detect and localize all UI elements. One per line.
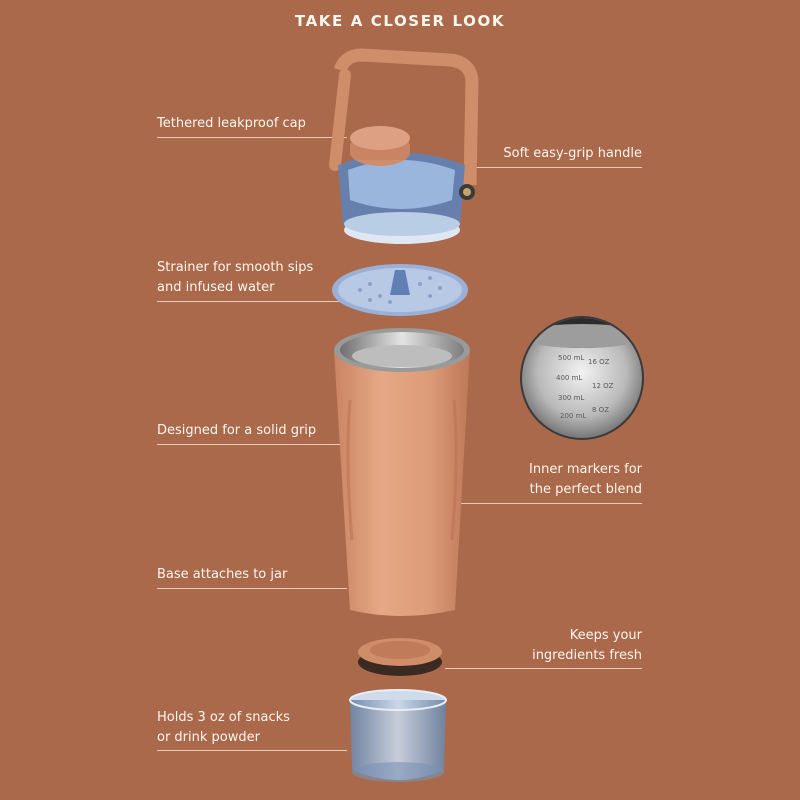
callout-snacks-line2: or drink powder bbox=[157, 730, 260, 745]
marker-16oz: 16 OZ bbox=[588, 358, 610, 366]
callout-cap-rule bbox=[157, 137, 347, 138]
callout-handle-text: Soft easy-grip handle bbox=[503, 146, 642, 161]
strainer-disc bbox=[332, 264, 468, 316]
grip-groove-left bbox=[346, 399, 354, 541]
callout-cap-text: Tethered leakproof cap bbox=[157, 116, 306, 131]
grip-groove-right bbox=[450, 399, 458, 541]
callout-strainer-line1: Strainer for smooth sips bbox=[157, 260, 314, 275]
callout-snacks-line1: Holds 3 oz of snacks bbox=[157, 710, 290, 725]
callout-handle-rule bbox=[470, 167, 642, 168]
callout-base: Base attaches to jar bbox=[157, 565, 287, 585]
handle-loop bbox=[333, 48, 479, 186]
callout-fresh-rule bbox=[445, 668, 642, 669]
callout-grip-rule bbox=[157, 444, 347, 445]
callout-grip-text: Designed for a solid grip bbox=[157, 423, 317, 438]
handle-left-arm bbox=[329, 69, 351, 171]
cap-highlight bbox=[348, 160, 455, 209]
callout-markers-rule bbox=[460, 503, 642, 504]
callout-tethered-cap: Tethered leakproof cap bbox=[157, 114, 306, 134]
marker-400ml: 400 mL bbox=[556, 374, 582, 382]
callout-handle: Soft easy-grip handle bbox=[503, 144, 642, 164]
tumbler-shell bbox=[334, 350, 470, 616]
callout-base-rule bbox=[157, 588, 347, 589]
marker-300ml: 300 mL bbox=[558, 394, 584, 402]
callout-fresh: Keeps your ingredients fresh bbox=[532, 626, 642, 666]
marker-200ml: 200 mL bbox=[560, 412, 586, 420]
snack-jar bbox=[349, 689, 447, 782]
callout-strainer: Strainer for smooth sips and infused wat… bbox=[157, 258, 313, 298]
callout-snacks-rule bbox=[157, 750, 347, 751]
callout-markers-line1: Inner markers for bbox=[529, 462, 642, 477]
callout-markers-line2: the perfect blend bbox=[529, 482, 642, 497]
callout-strainer-rule bbox=[157, 301, 347, 302]
strainer-stem bbox=[390, 270, 410, 295]
cap-thread-band bbox=[344, 212, 460, 236]
tumbler-body bbox=[334, 328, 470, 616]
callout-snacks: Holds 3 oz of snacks or drink powder bbox=[157, 708, 290, 748]
callout-grip: Designed for a solid grip bbox=[157, 421, 316, 441]
marker-8oz: 8 OZ bbox=[592, 406, 609, 414]
callout-fresh-line1: Keeps your bbox=[569, 628, 642, 643]
cap-assembly bbox=[329, 48, 479, 244]
callout-base-text: Base attaches to jar bbox=[157, 567, 288, 582]
page-title: TAKE A CLOSER LOOK bbox=[294, 12, 506, 30]
callout-strainer-line2: and infused water bbox=[157, 280, 275, 295]
callout-fresh-line2: ingredients fresh bbox=[532, 648, 642, 663]
marker-12oz: 12 OZ bbox=[592, 382, 614, 390]
jar-body bbox=[350, 700, 446, 780]
marker-500ml: 500 mL bbox=[558, 354, 584, 362]
cap-spout-lid bbox=[350, 126, 410, 150]
inner-markers-zoom: 500 mL 16 OZ 400 mL 12 OZ 300 mL 8 OZ 20… bbox=[520, 316, 644, 440]
callout-inner-markers: Inner markers for the perfect blend bbox=[529, 460, 642, 500]
base-lid bbox=[358, 638, 442, 676]
